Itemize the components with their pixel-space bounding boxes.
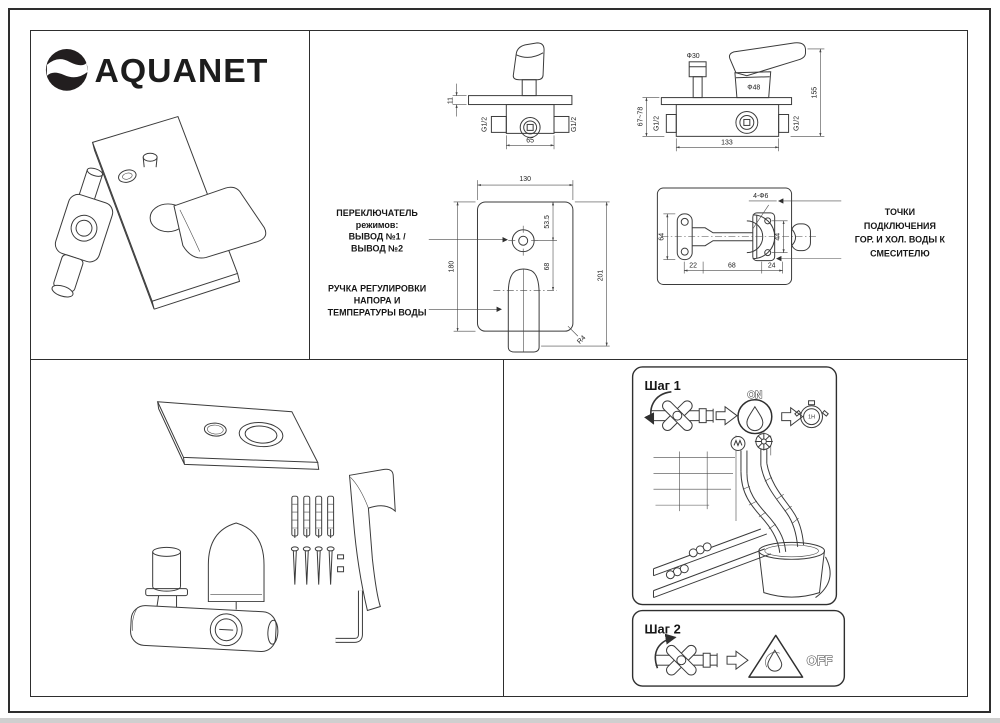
step1-title: Шаг 1 (645, 378, 681, 393)
dim-rear-seg2: 68 (728, 263, 736, 270)
panel-parts (30, 359, 504, 697)
dim-front-thread-right: G1/2 (571, 117, 578, 132)
dim-face-width: 130 (519, 176, 531, 183)
dim-side-thread-right: G1/2 (794, 116, 801, 131)
page-bottom-edge (0, 718, 1000, 723)
dim-rear-flange: 44 (775, 233, 782, 241)
set-screws-part (337, 554, 345, 573)
callout-connections: ТОЧКИ ПОДКЛЮЧЕНИЯ ГОР. И ХОЛ. ВОДЫ К СМЕ… (855, 207, 946, 259)
water-on-icon: ON (737, 389, 773, 435)
dim-front-plate: 11 (448, 97, 455, 104)
dim-side-width: 133 (721, 139, 733, 146)
dim-side-height: 155 (811, 87, 818, 99)
water-drop-icon (767, 649, 783, 672)
stopwatch-icon: 1H (794, 400, 829, 429)
callout-diverter-line3: ВЫВОД №1 / (349, 232, 407, 242)
dim-front-width: 65 (526, 137, 534, 144)
off-label: OFF (807, 653, 833, 668)
wall-plugs-part (291, 495, 335, 538)
valve-wheel-icon (754, 432, 773, 451)
face-view-drawing: 130 180 53.5 68 201 R4 (428, 176, 610, 353)
pipe-fitting-icon (665, 564, 689, 580)
on-label: ON (747, 390, 762, 401)
callout-handle-line3: ТЕМПЕРАТУРЫ ВОДЫ (328, 307, 427, 317)
hex-key-part (335, 590, 363, 643)
isometric-product-drawing (51, 115, 267, 310)
panel-dimension-drawings: 11 65 G1/2 G1/2 Ф30 Ф48 (309, 30, 968, 360)
dim-side-thread-left: G1/2 (653, 116, 660, 131)
callout-connections-line4: СМЕСИТЕЛЮ (870, 249, 930, 259)
dim-face-height: 180 (449, 261, 456, 273)
dim-front-thread-left: G1/2 (481, 117, 488, 132)
dim-face-to-knob: 53.5 (544, 215, 551, 229)
iso-handle-lever (173, 186, 267, 259)
handle-lever-part (348, 468, 396, 612)
rear-view-drawing: 4-Ф6 64 44 22 68 24 (656, 187, 842, 285)
dim-face-corner: R4 (576, 334, 587, 345)
dimension-drawings-svg: 11 65 G1/2 G1/2 Ф30 Ф48 (328, 42, 946, 353)
step1-box: Шаг 1 ON 1H (631, 366, 838, 606)
pipe-fitting-icon (688, 542, 712, 558)
front-view-drawing: 11 65 G1/2 G1/2 (448, 42, 578, 150)
water-drop-icon (746, 405, 764, 431)
side-view-drawing: Ф30 Ф48 G1/2 G1/2 133 67~78 (637, 42, 825, 152)
callout-connections-line2: ПОДКЛЮЧЕНИЯ (864, 221, 936, 231)
callout-connections-line1: ТОЧКИ (885, 207, 915, 217)
step2-box: Шаг 2 OFF (631, 609, 846, 687)
warning-triangle-icon (748, 634, 804, 678)
valve-body-part (130, 522, 279, 652)
callout-handle-line2: НАПОРА И (354, 295, 401, 305)
dim-side-depth: 67~78 (637, 107, 644, 127)
dim-rear-seg3: 24 (768, 263, 776, 270)
hose (740, 471, 781, 553)
panel-logo-isometric: AQUANET (30, 30, 310, 360)
callout-handle-line1: РУЧКА РЕГУЛИРОВКИ (328, 283, 426, 293)
dim-face-overall: 201 (598, 270, 605, 282)
dim-side-handle: Ф48 (747, 85, 760, 92)
logo-wave-icon (46, 59, 88, 78)
brand-name: AQUANET (95, 52, 269, 90)
callout-diverter-line2: режимов: (356, 220, 399, 230)
steps-svg: Шаг 1 ON 1H (631, 366, 846, 687)
dim-rear-holes: 4-Ф6 (753, 193, 768, 200)
isometric-view-svg: AQUANET (45, 49, 269, 310)
callout-diverter: ПЕРЕКЛЮЧАТЕЛЬ режимов: ВЫВОД №1 / ВЫВОД … (336, 208, 418, 254)
dim-rear-seg1: 22 (689, 263, 697, 270)
dim-side-knob: Ф30 (687, 53, 700, 60)
timer-label: 1H (808, 415, 815, 421)
parts-drawing-svg (130, 401, 396, 652)
dim-rear-bracket: 64 (658, 233, 665, 241)
iso-valve-body (51, 167, 114, 298)
water-meter-icon (730, 436, 746, 451)
page-border (8, 8, 991, 713)
escutcheon-plate-part (156, 401, 320, 470)
callout-diverter-line1: ПЕРЕКЛЮЧАТЕЛЬ (336, 208, 418, 218)
callout-diverter-line4: ВЫВОД №2 (351, 244, 403, 254)
aquanet-logo: AQUANET (45, 49, 269, 91)
open-valve-icon (644, 391, 714, 434)
step2-title: Шаг 2 (645, 621, 681, 636)
screws-part (290, 546, 335, 585)
flush-illustration (652, 432, 831, 599)
callout-connections-line3: ГОР. И ХОЛ. ВОДЫ К (855, 235, 946, 245)
panel-steps: Шаг 1 ON 1H (503, 359, 968, 697)
callout-handle: РУЧКА РЕГУЛИРОВКИ НАПОРА И ТЕМПЕРАТУРЫ В… (328, 283, 427, 317)
dim-face-knob-handle: 68 (544, 263, 551, 271)
close-valve-icon (654, 633, 718, 678)
